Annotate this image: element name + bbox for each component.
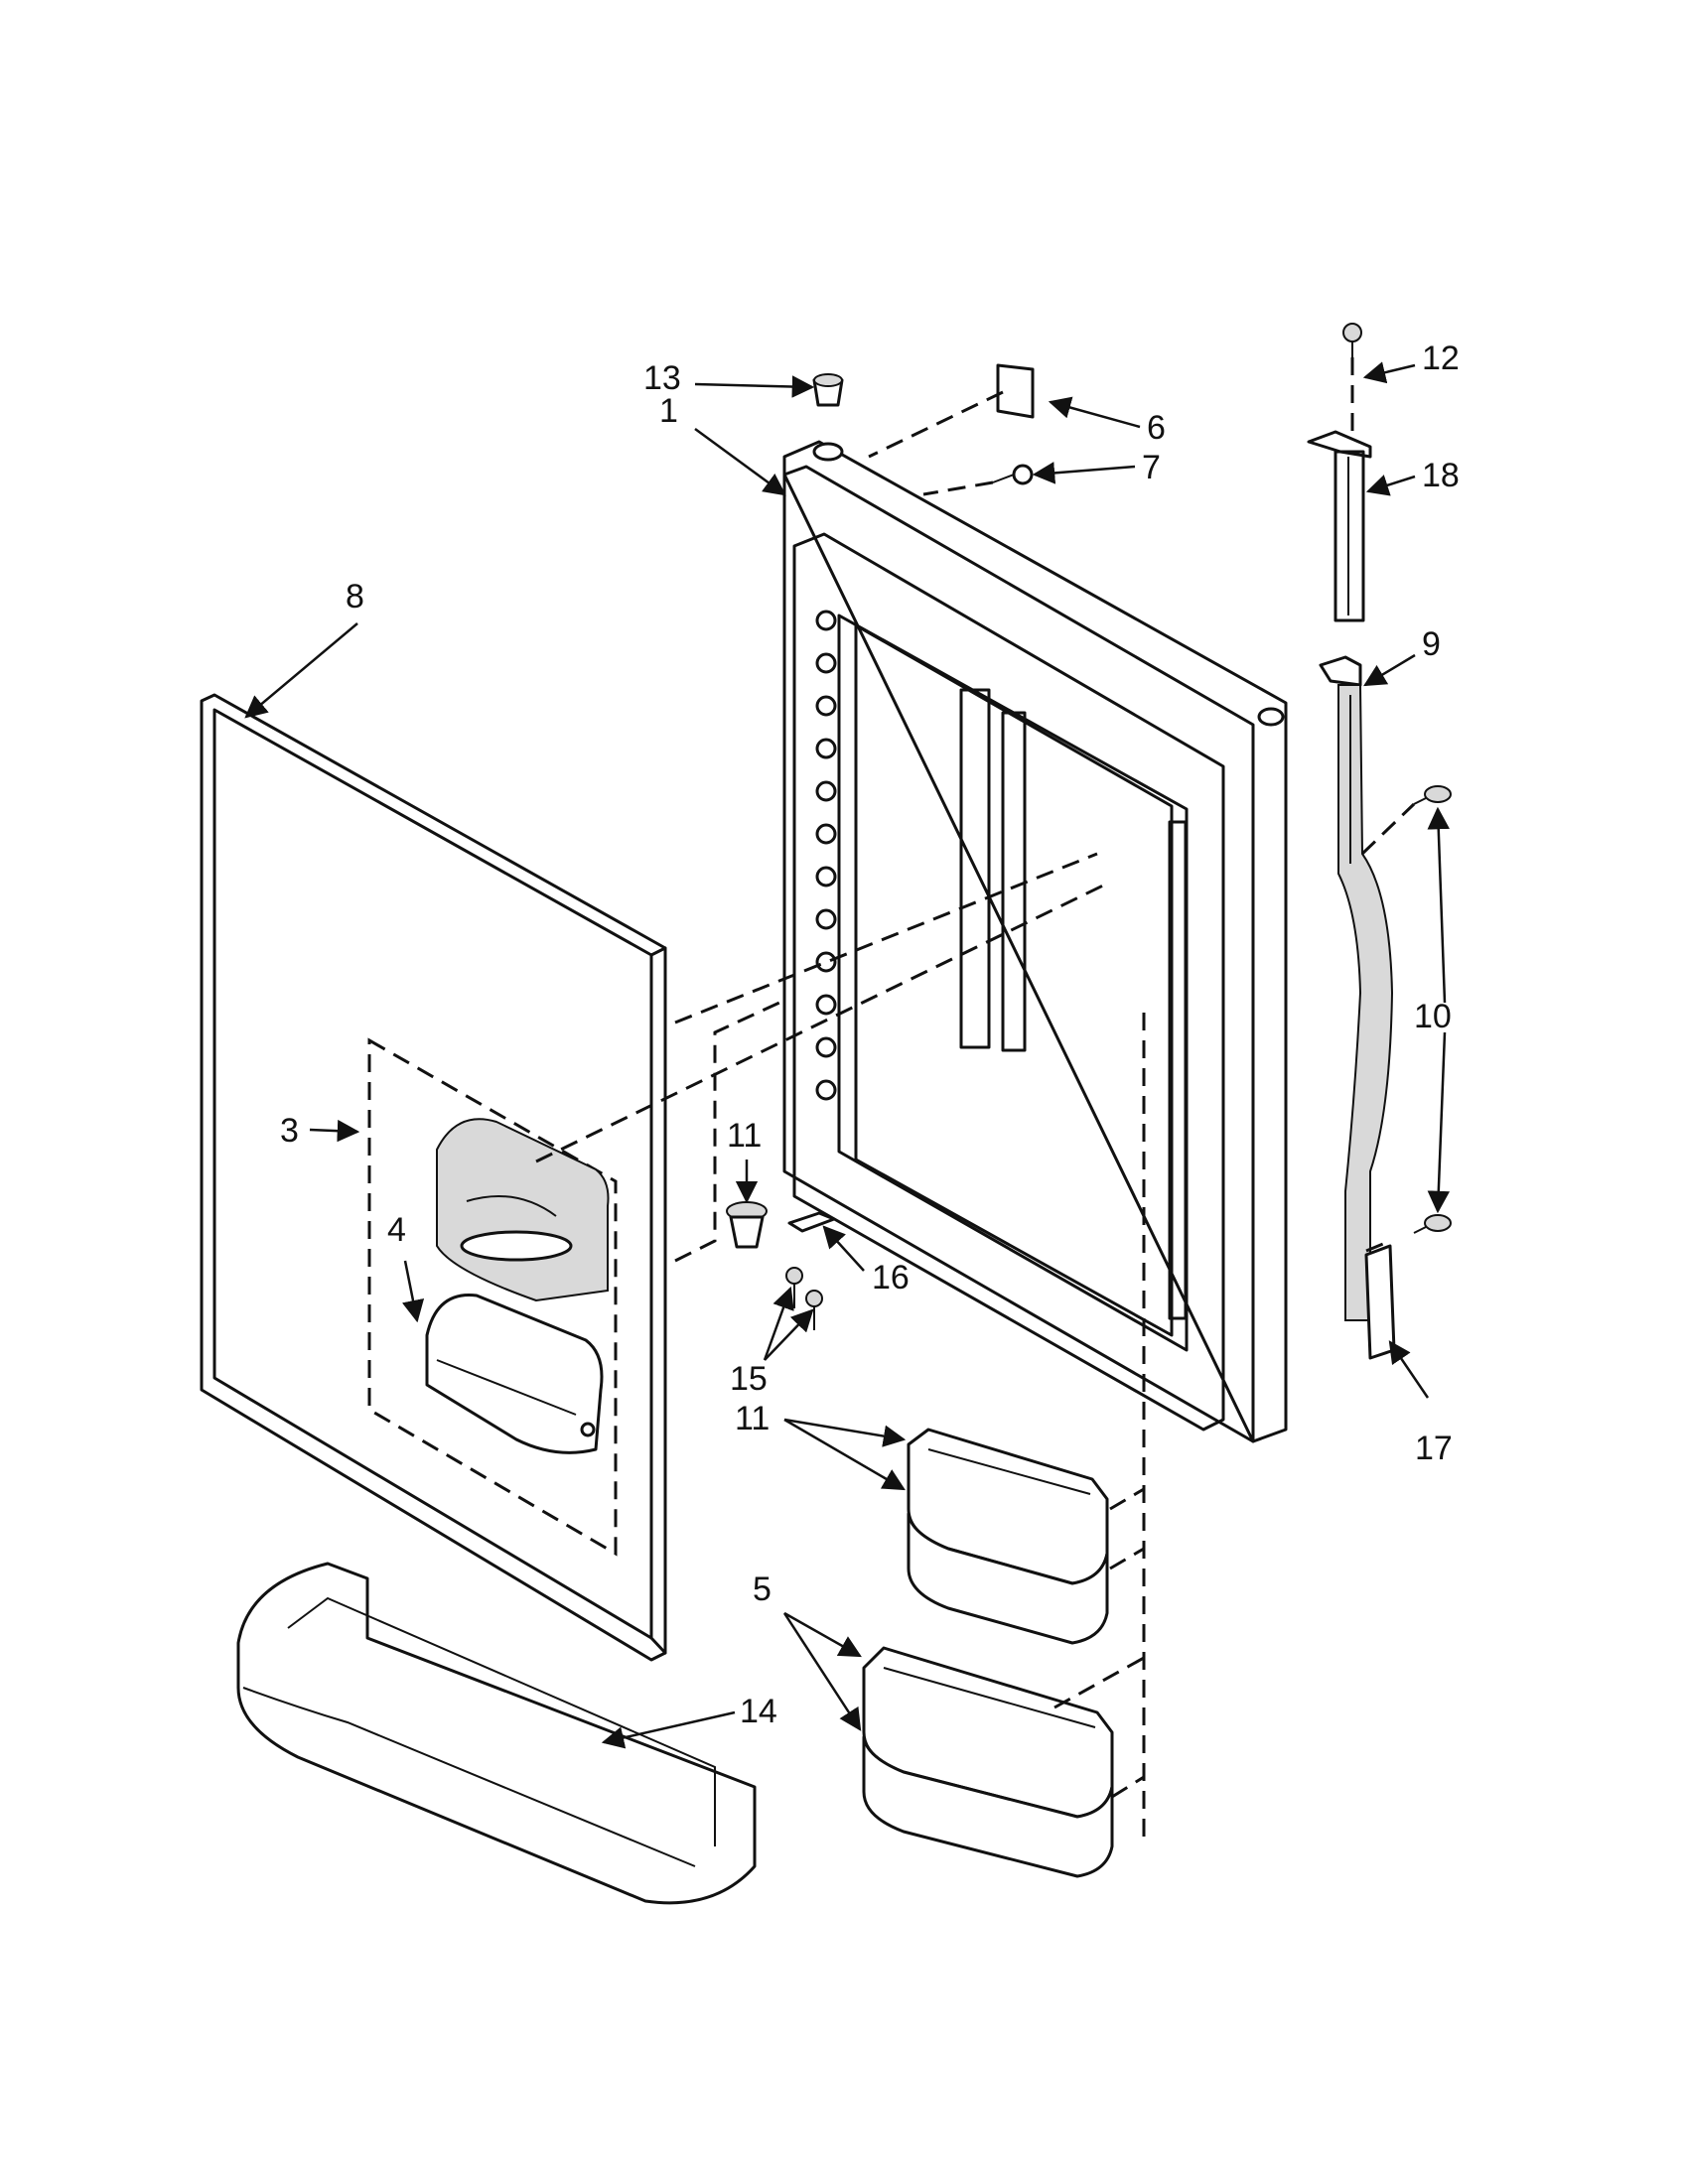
hinge-bushing-13 (812, 373, 844, 407)
screw-12 (1342, 323, 1362, 357)
callout-13: 13 (643, 359, 681, 397)
door-handle-9 (1319, 655, 1394, 1321)
leader-arrows (244, 361, 1451, 1749)
plug-11 (726, 1201, 768, 1249)
callout-1: 1 (659, 392, 678, 430)
dispenser-housing (436, 1118, 610, 1302)
bottom-door-shelf (236, 1562, 757, 1905)
callout-4: 4 (387, 1211, 406, 1249)
callout-11-plug: 11 (727, 1117, 762, 1155)
callout-14: 14 (740, 1693, 777, 1730)
dispenser-assembly-box (367, 1037, 618, 1557)
callout-11-bins: 11 (735, 1400, 770, 1437)
callout-18: 18 (1422, 457, 1460, 494)
explode-lines (535, 357, 1416, 1837)
door-liner (782, 440, 1288, 1443)
screw-7 (992, 464, 1034, 485)
callout-15: 15 (730, 1360, 768, 1398)
trim-17 (1364, 1244, 1396, 1360)
screws-15 (785, 1267, 823, 1330)
door-bins-lower (862, 1646, 1114, 1878)
callout-10: 10 (1414, 998, 1452, 1035)
callout-7: 7 (1142, 449, 1161, 486)
door-bins-upper (907, 1428, 1109, 1645)
callout-3: 3 (280, 1112, 299, 1150)
handle-bracket-18 (1307, 430, 1372, 622)
label-6 (996, 363, 1035, 419)
shelf-clip-studs (815, 610, 837, 1101)
callout-6: 6 (1147, 409, 1166, 447)
callout-16: 16 (872, 1259, 910, 1297)
callout-5: 5 (753, 1570, 772, 1608)
bracket-16 (787, 1211, 836, 1233)
outer-door-panel (200, 693, 667, 1662)
dispenser-bin (425, 1294, 604, 1454)
callout-12: 12 (1422, 340, 1460, 377)
callout-17: 17 (1415, 1430, 1453, 1467)
screws-10 (1413, 785, 1452, 1234)
callout-8: 8 (346, 578, 364, 615)
callout-9: 9 (1422, 625, 1441, 663)
callout-labels: 1 3 4 5 6 7 8 9 10 11 11 12 13 14 15 16 … (280, 340, 1460, 1730)
